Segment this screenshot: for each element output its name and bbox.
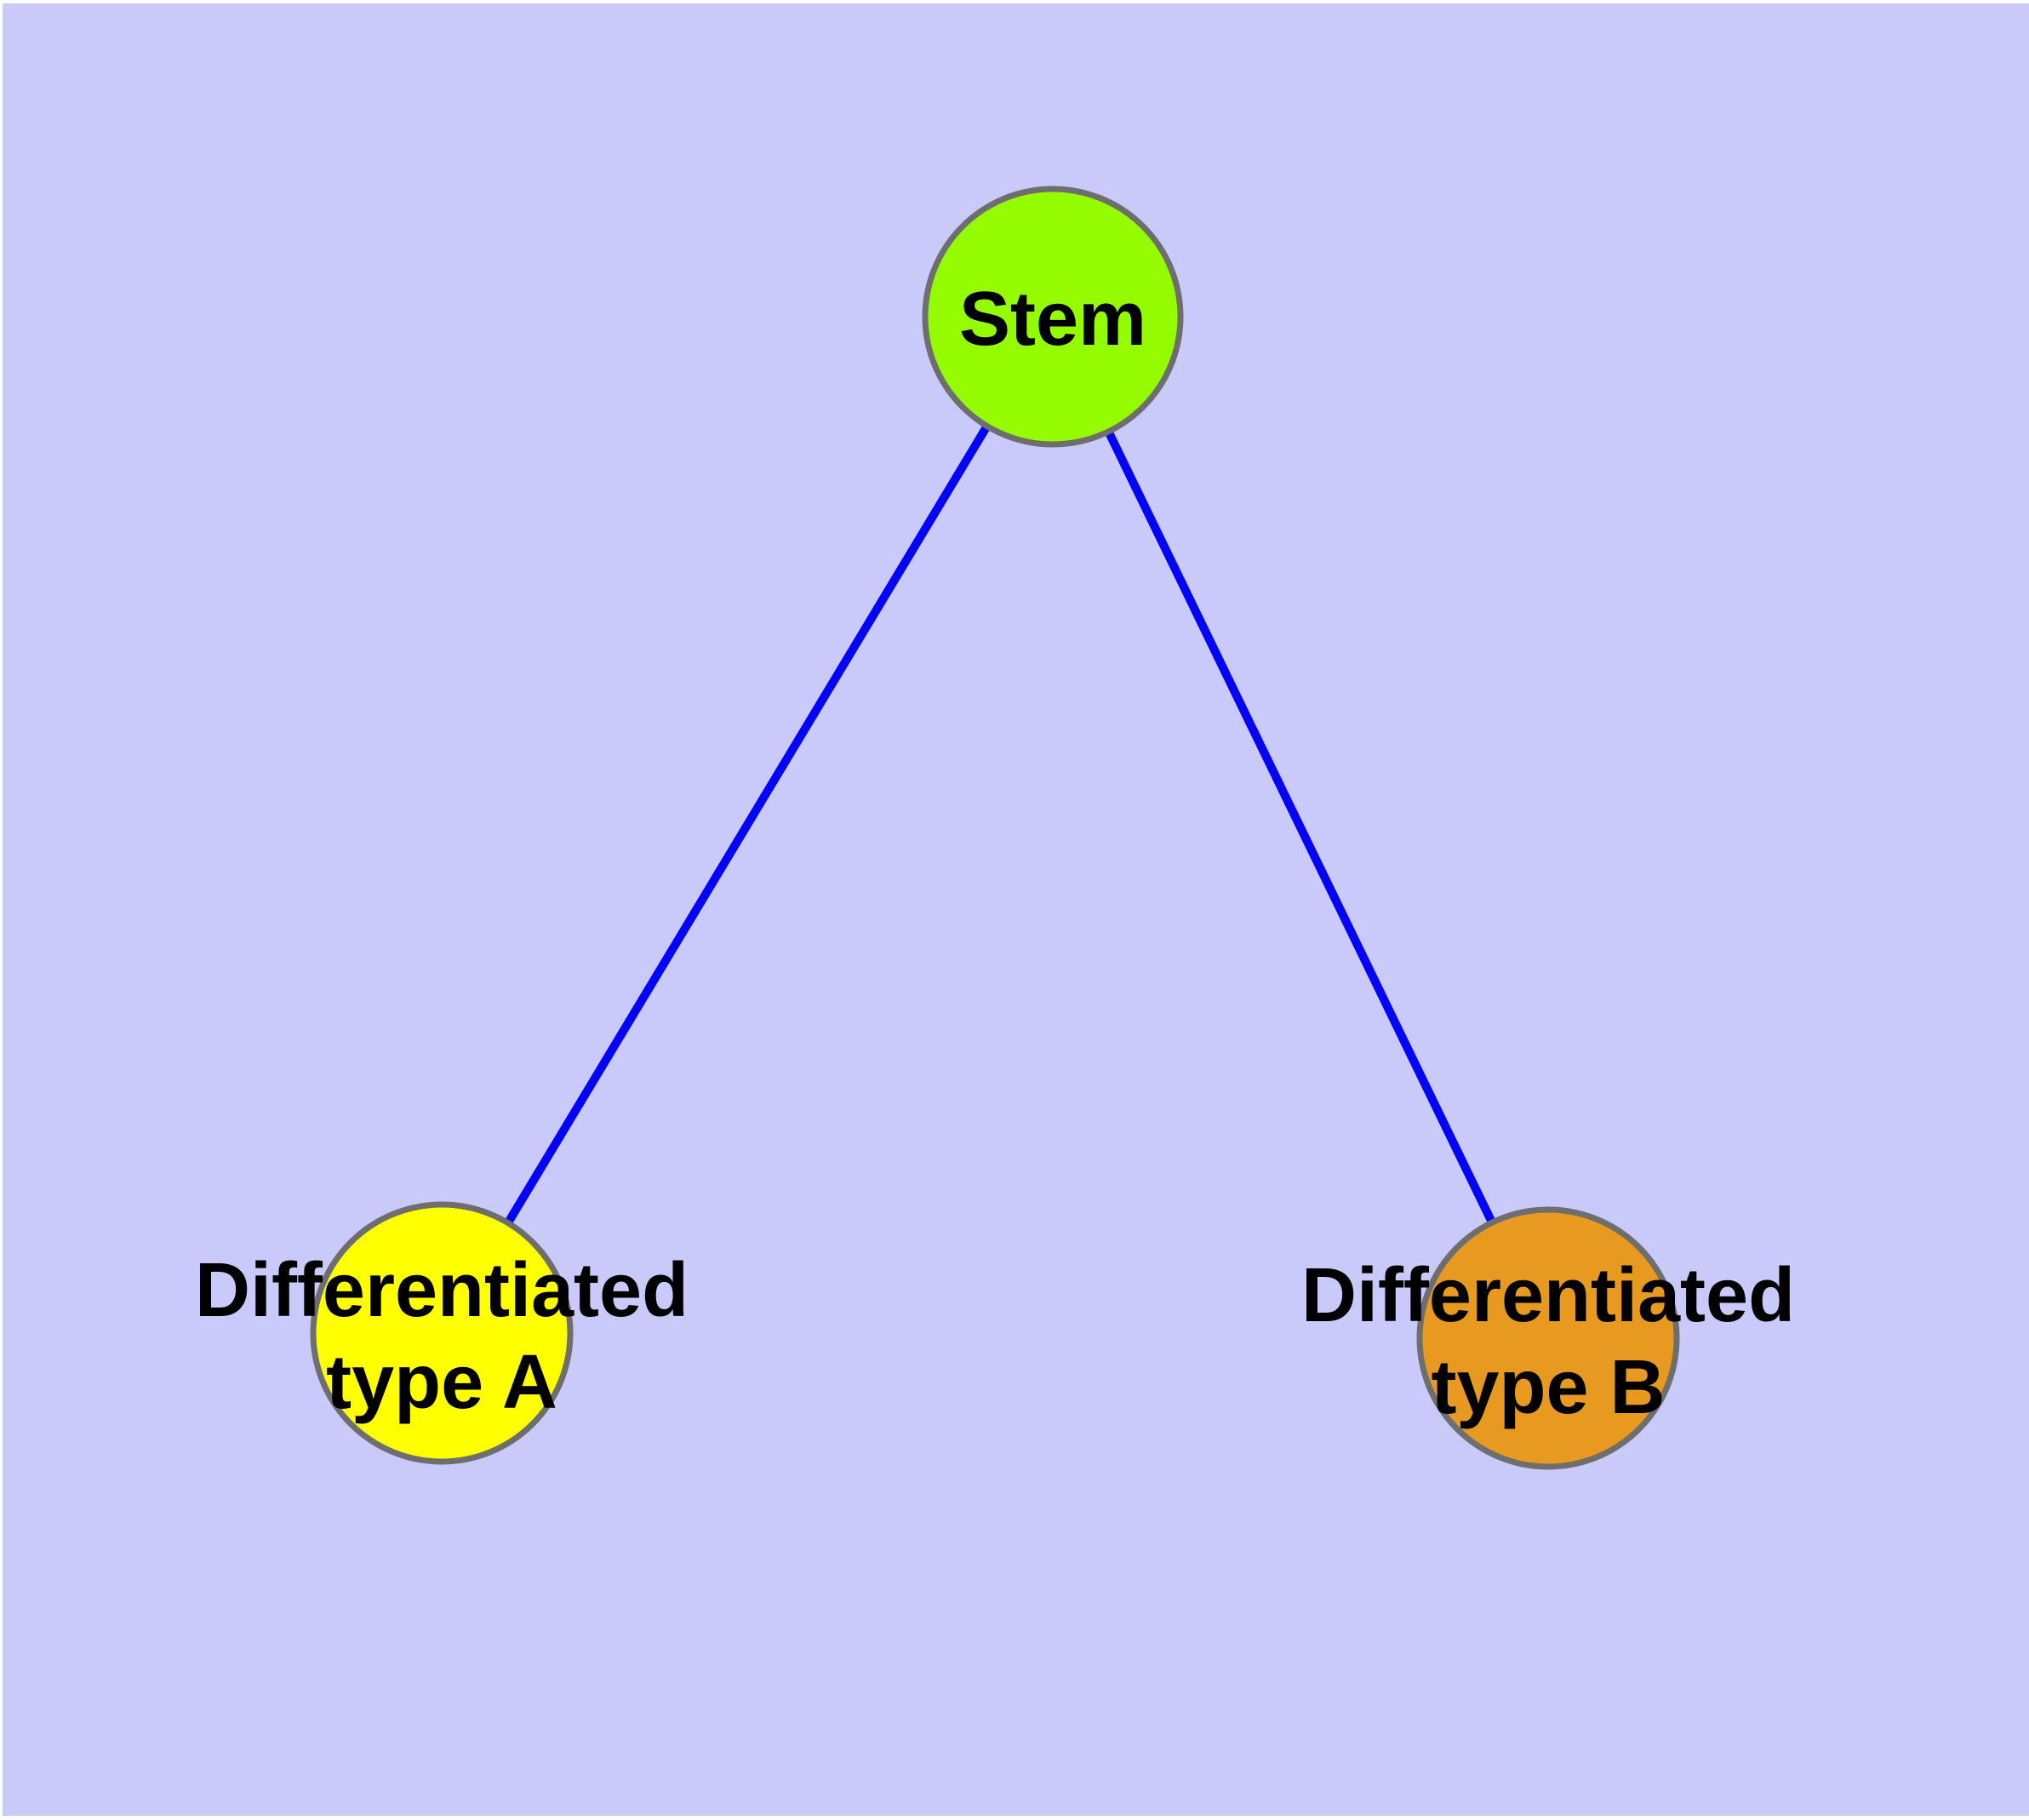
type-a-label-line-2: type A <box>326 1340 557 1425</box>
type-a-label-line-1: Differentiated <box>194 1248 689 1333</box>
differentiated-type-a-node-label: Differentiated type A <box>195 1245 689 1428</box>
differentiated-type-b-node-label: Differentiated type B <box>1301 1250 1795 1434</box>
edge-stem-to-type-b <box>1049 314 1552 1341</box>
type-b-label-line-1: Differentiated <box>1300 1253 1796 1338</box>
stem-node-circle <box>922 186 1184 448</box>
edge-stem-to-type-a <box>437 314 1057 1336</box>
type-b-label-line-2: type B <box>1431 1345 1666 1430</box>
stem-node-label: Stem <box>958 277 1147 362</box>
differentiated-type-b-node-circle <box>1416 1206 1680 1470</box>
differentiated-type-a-node-circle <box>310 1201 574 1465</box>
